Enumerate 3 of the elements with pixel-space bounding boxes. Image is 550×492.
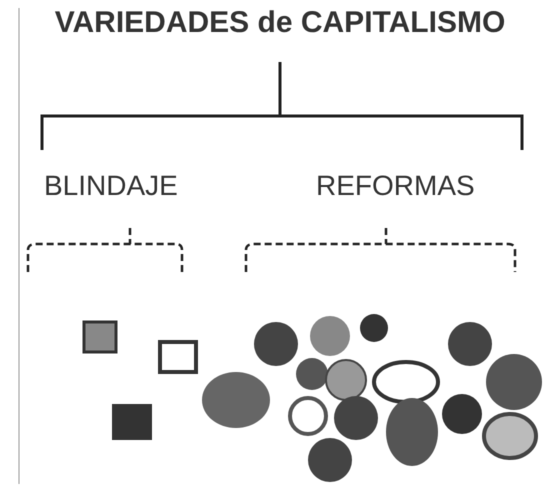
title: VARIEDADES de CAPITALISMO bbox=[54, 6, 506, 40]
category-label: BLINDAJE bbox=[44, 170, 178, 202]
category-label: REFORMAS bbox=[316, 170, 475, 202]
